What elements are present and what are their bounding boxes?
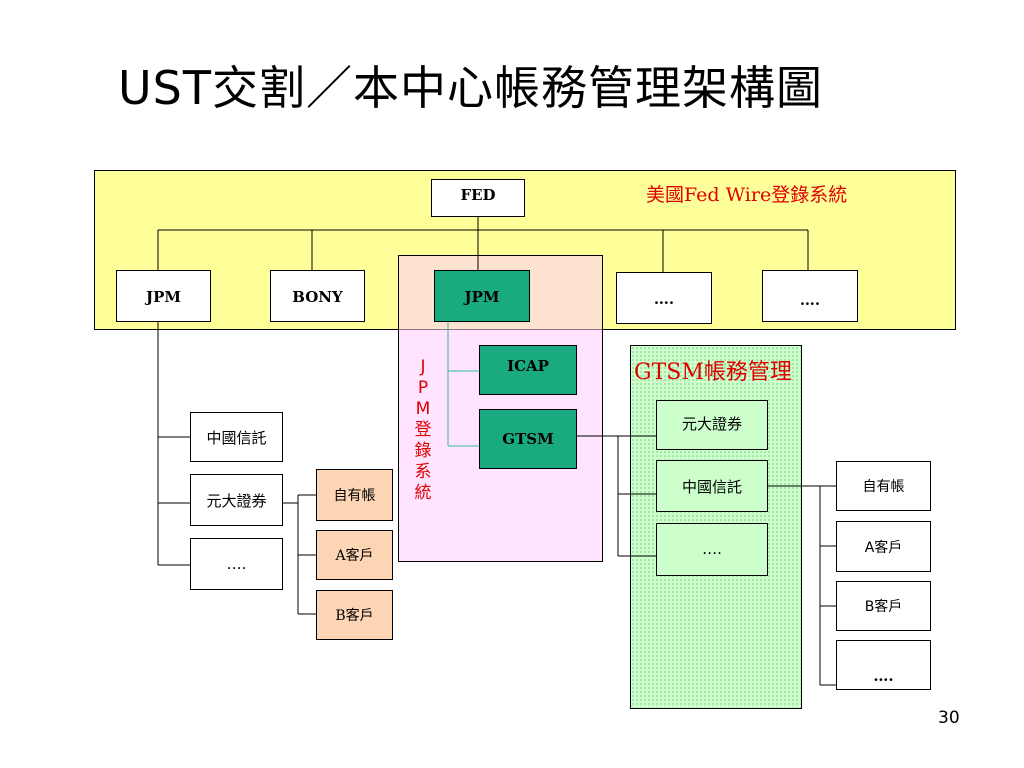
right-placeholder-node: …. [836,640,931,690]
gtsm-china-trust-node: 中國信託 [656,460,768,512]
gtsm-yuanta-node: 元大證券 [656,400,768,450]
client-b-node: B客戶 [316,590,393,640]
client-a-node: A客戶 [316,530,393,580]
page-title: UST交割／本中心帳務管理架構圖 [118,61,823,115]
own-account-node: 自有帳 [316,469,393,521]
gtsm-placeholder-node: …. [656,523,768,576]
gtsm-node: GTSM [479,409,577,469]
fed-node: FED [431,179,525,217]
jpm-system-vertical-label: J P M 登 錄 系 統 [414,357,432,503]
placeholder-node-1: …. [616,272,712,324]
icap-node: ICAP [479,345,577,395]
jpm-left-node: JPM [116,270,211,322]
left-yuanta-node: 元大證券 [190,474,283,526]
right-own-account-node: 自有帳 [836,461,931,511]
left-china-trust-node: 中國信託 [190,412,283,462]
gtsm-region-label: GTSM帳務管理 [634,360,792,385]
bony-node: BONY [270,270,365,322]
right-client-a-node: A客戶 [836,521,931,572]
right-client-b-node: B客戶 [836,581,931,631]
page-number: 30 [938,708,960,728]
jpm-center-node: JPM [434,270,530,322]
left-placeholder-node: …. [190,538,283,590]
placeholder-node-2: …. [762,270,858,322]
fed-wire-label: 美國Fed Wire登錄系統 [646,184,848,206]
